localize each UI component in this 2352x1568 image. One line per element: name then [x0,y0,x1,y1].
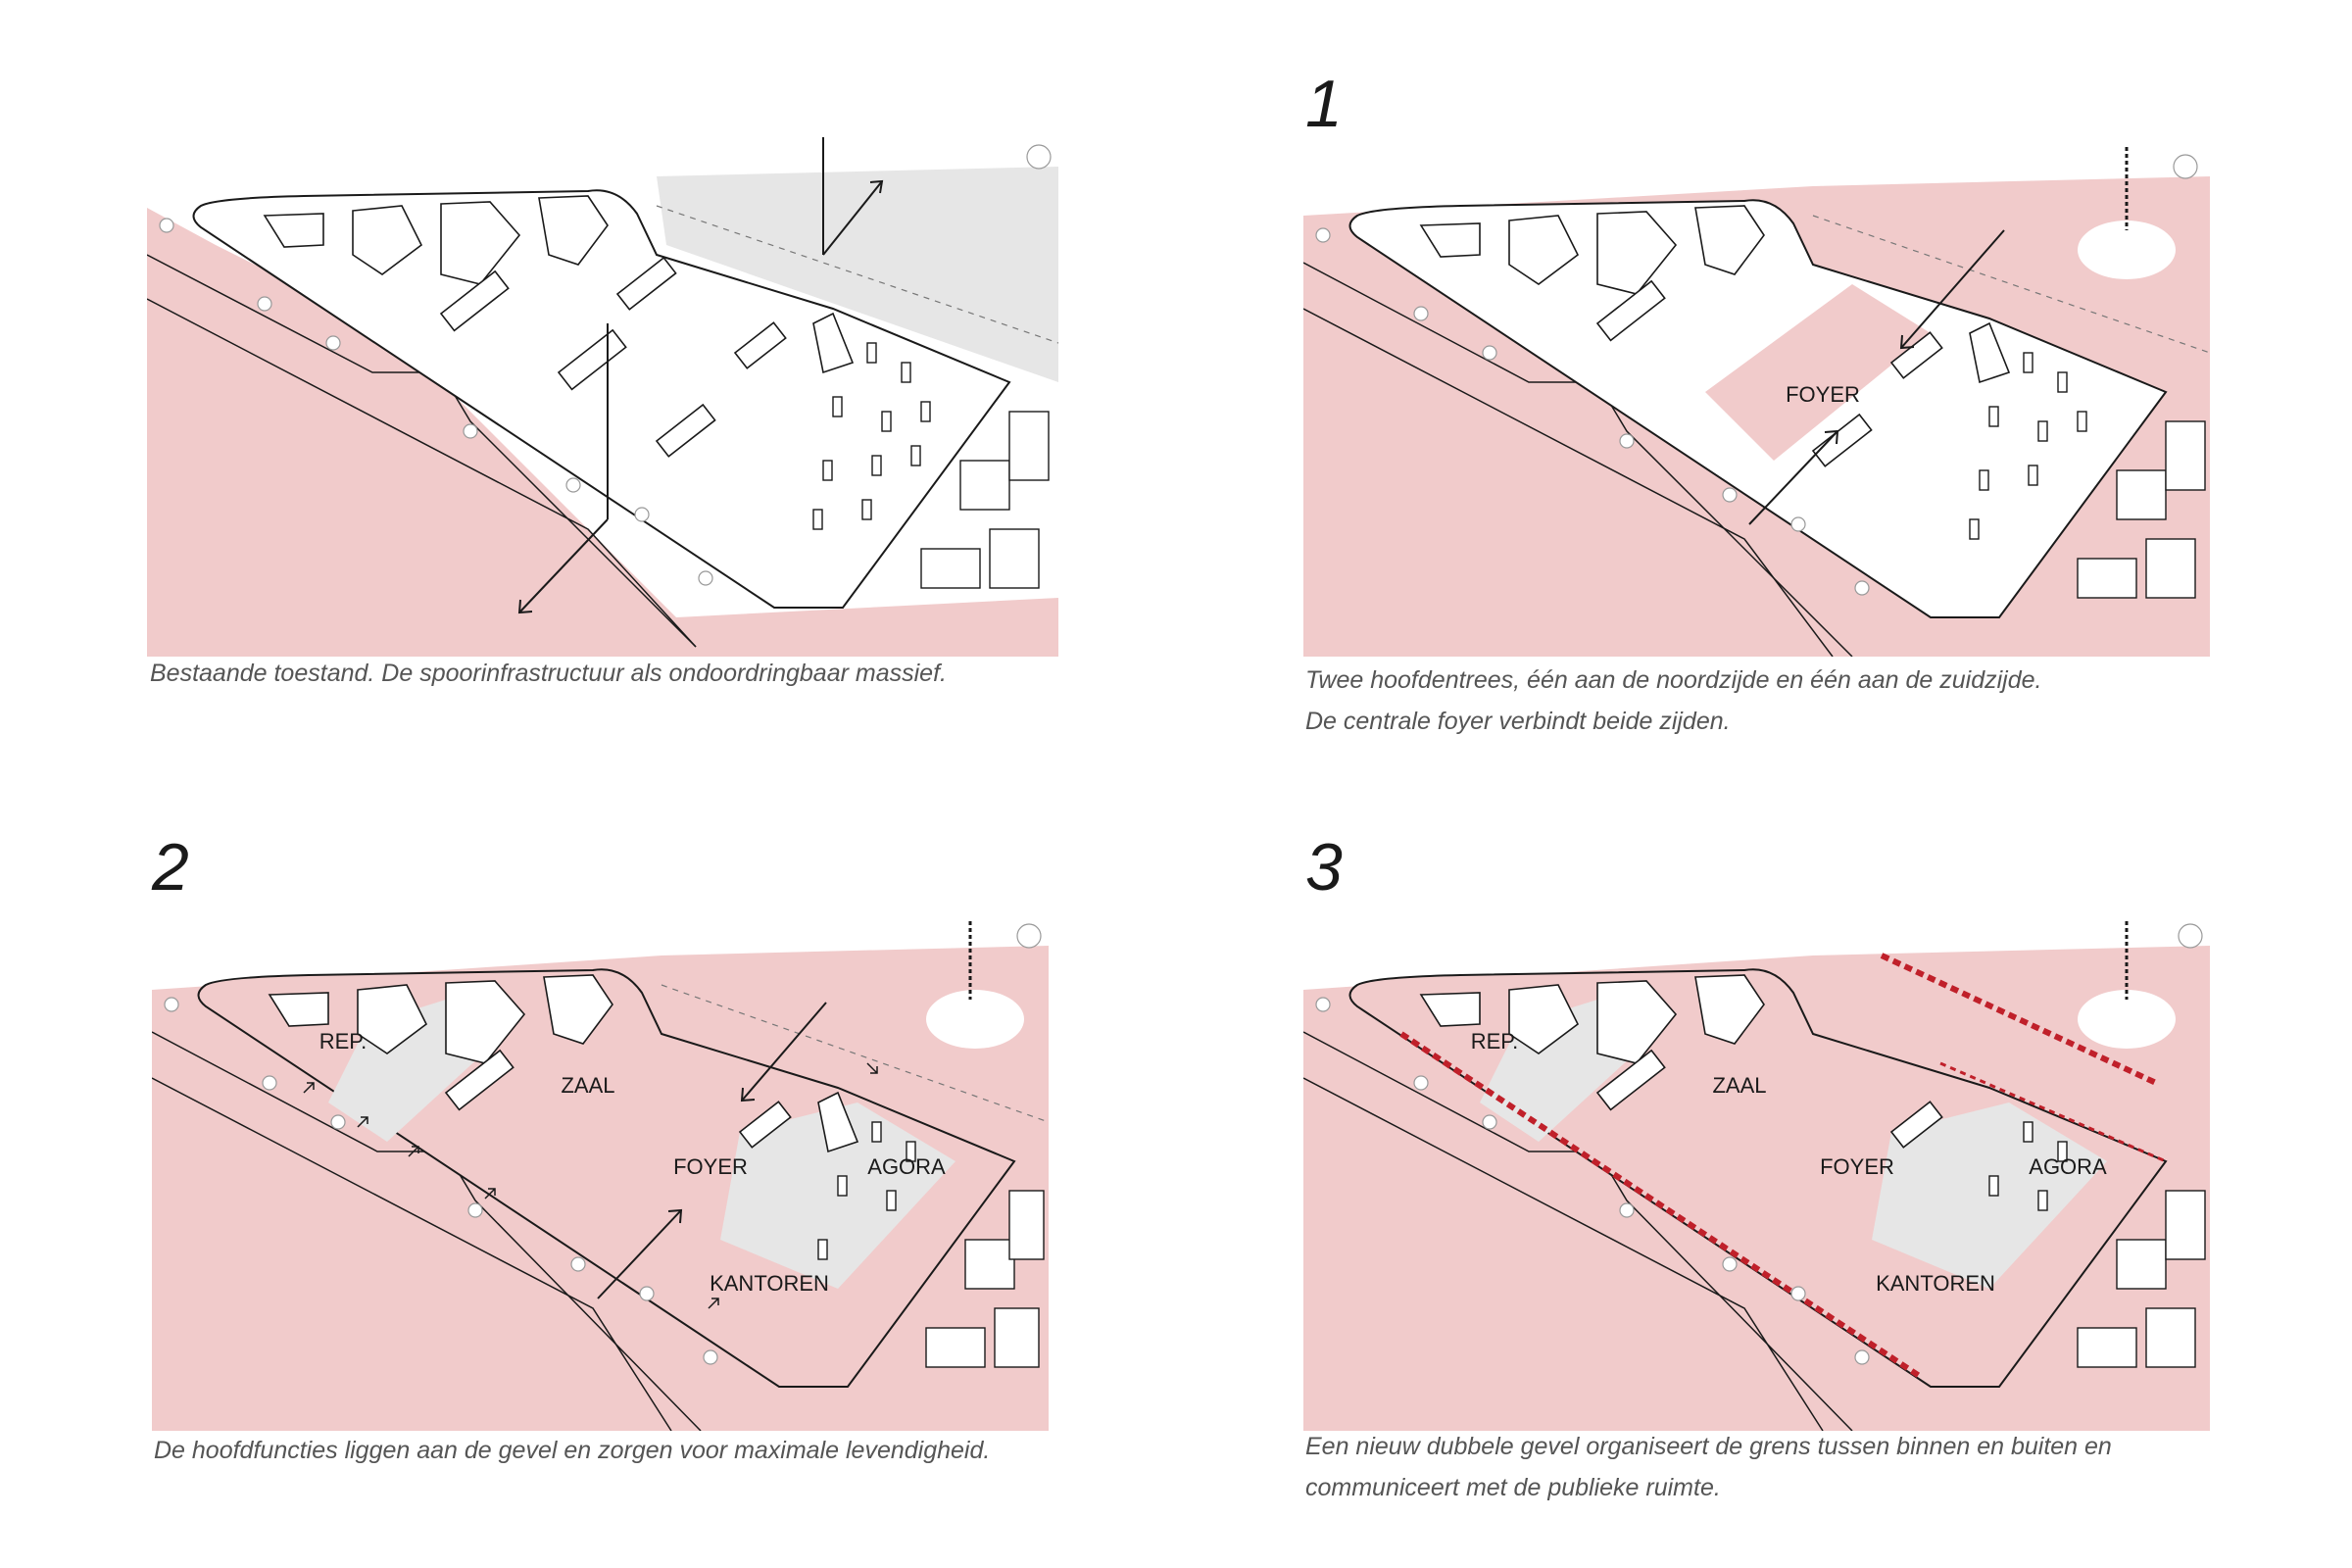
city-blocks [2077,420,2206,599]
label-rep: REP. [1471,1029,1519,1054]
caption: Bestaande toestand. De spoorinfrastructu… [150,660,947,687]
panel-number: 3 [1305,830,1343,905]
city-blocks [925,1190,1045,1368]
tree-icon [1315,923,2203,1365]
label-kantoren: KANTOREN [710,1271,829,1296]
tree-icon [1315,154,2198,596]
axonometric-drawing: REP. ZAAL FOYER AGORA KANTOREN [151,921,1050,1432]
panel-existing [146,108,1059,666]
label-agora: AGORA [2029,1154,2107,1179]
pink-ground [147,208,1058,657]
arrow-south-diag [518,518,609,613]
foyer-zone [1705,284,1931,461]
label-foyer: FOYER [1786,382,1860,407]
arrow-south-entrance [1748,430,1838,525]
plaza-circle [2078,220,2176,279]
label-zaal: ZAAL [561,1073,614,1098]
panel-number: 1 [1305,67,1343,141]
railway-line [151,1077,672,1432]
city-blocks [2077,1190,2206,1368]
columns [817,1121,916,1260]
panel-double-facade: REP. ZAAL FOYER AGORA KANTOREN [1302,916,2210,1432]
caption: Twee hoofdentrees, één aan de noordzijde… [1305,666,2042,735]
arrow-south-entrance [597,1209,682,1299]
building-outline [192,189,1011,609]
arrow-north-entrance [741,1002,827,1102]
boundary-dashed [661,984,1050,1123]
axonometric-drawing: REP. ZAAL FOYER AGORA KANTOREN [1302,921,2210,1432]
interior-walls [268,974,859,1153]
arrow-north-entrance [1900,229,2005,349]
railway-line [1302,308,1834,658]
interior-walls [263,195,855,458]
caption: De hoofdfuncties liggen aan de gevel en … [154,1437,991,1464]
label-agora: AGORA [867,1154,946,1179]
tree-icon [164,923,1042,1365]
columns [1988,1121,2068,1211]
tree-icon [159,144,1052,586]
double-facade-inner [1939,1061,2167,1163]
arrow-north-diag [822,180,883,256]
small-arrow-icon [303,1062,878,1309]
railway-line [146,298,697,648]
label-foyer: FOYER [673,1154,748,1179]
label-foyer: FOYER [1820,1154,1894,1179]
panel-number: 2 [152,830,189,905]
axonometric-drawing: FOYER [1302,147,2211,658]
railway-line [1302,1077,1824,1432]
double-facade-south [1399,1031,1923,1380]
caption: Een nieuw dubbele gevel organiseert de g… [1305,1433,2112,1501]
axonometric-drawing [146,108,1059,657]
columns [1969,352,2087,540]
city-blocks [920,411,1050,589]
boundary-dashed [656,205,1059,344]
panel-entrances: FOYER [1302,137,2211,658]
plaza-circle [2078,990,2176,1049]
plaza-circle [926,990,1024,1049]
label-zaal: ZAAL [1712,1073,1766,1098]
interior-walls [1419,974,1943,1149]
label-kantoren: KANTOREN [1876,1271,1995,1296]
label-rep: REP. [319,1029,368,1054]
columns [812,342,931,530]
panel-functions: REP. ZAAL FOYER AGORA KANTOREN [151,916,1050,1432]
